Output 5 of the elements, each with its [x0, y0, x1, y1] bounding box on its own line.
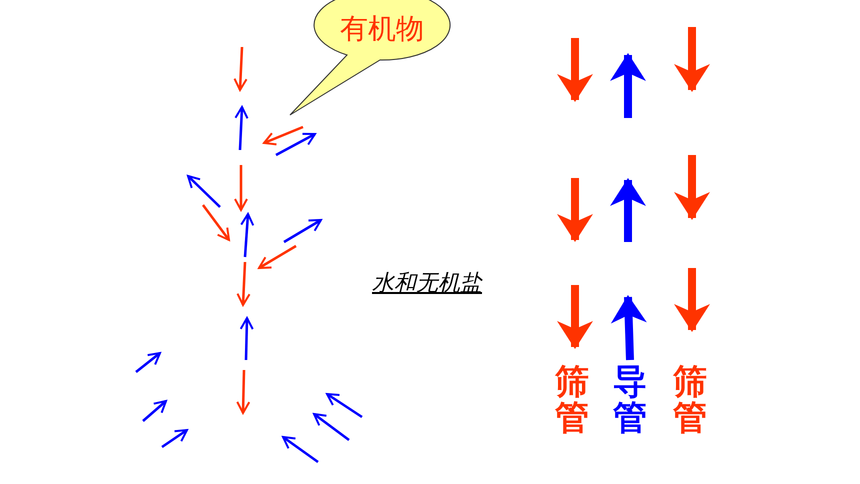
tube-label: 筛管: [554, 364, 590, 436]
tube-label: 导管: [612, 364, 648, 436]
bubble-text: 有机物: [340, 11, 424, 47]
note-text: 水和无机盐: [372, 270, 482, 298]
tube-label: 筛管: [672, 364, 708, 436]
